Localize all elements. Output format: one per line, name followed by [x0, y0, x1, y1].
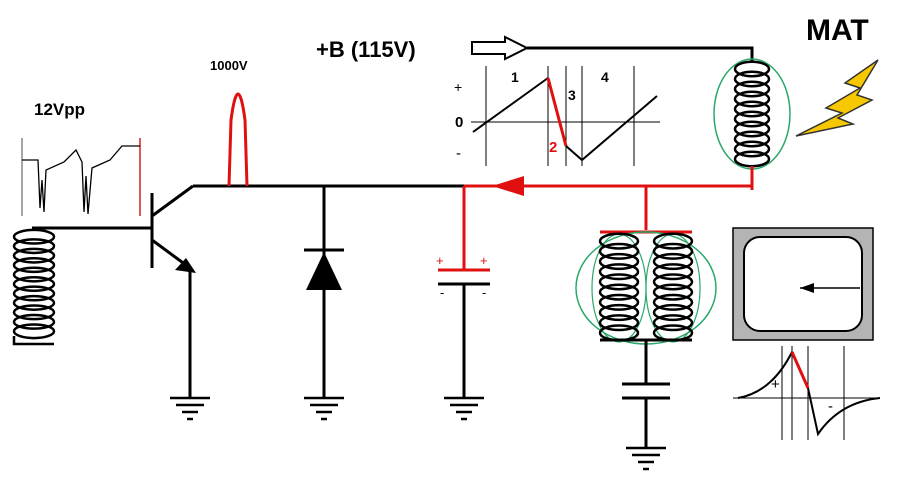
ground-icon	[170, 396, 210, 421]
yoke-coil-right-turn	[652, 303, 694, 322]
sawtooth-trace-retrace	[546, 77, 568, 147]
yoke-coil-left-turn	[598, 293, 640, 311]
beam-arrow-icon	[800, 283, 814, 293]
sawtooth-plus-label: +	[454, 79, 462, 95]
ground-icon	[626, 446, 666, 471]
yoke-coil-left-turn	[598, 324, 640, 342]
yoke-coil-left	[598, 232, 640, 342]
base-coil-turn	[12, 275, 56, 293]
flyback-coil-turn	[733, 70, 771, 88]
flyback-coil	[733, 60, 771, 168]
current-arrow-icon	[492, 176, 524, 196]
yoke-bottom-wire	[600, 338, 692, 384]
ground-icon	[444, 396, 484, 421]
flyback-coil-turn	[733, 80, 771, 98]
peak-voltage-label: 1000V	[210, 58, 248, 73]
sawtooth-minus-label: -	[456, 145, 461, 162]
yoke-coil-right	[652, 232, 694, 342]
bplus-label: +B (115V)	[316, 37, 416, 62]
lightning-bolt-icon	[795, 59, 879, 137]
yoke-coil-left-turn	[598, 242, 640, 260]
yoke-coil-right-turn	[652, 324, 694, 342]
yoke-coil-right-turn	[652, 252, 694, 271]
yoke-coil-left-turn	[598, 252, 640, 271]
yoke-coil-right-turn	[652, 283, 694, 301]
flyback-coil-turn	[733, 90, 771, 108]
sawtooth-trace-rise-2	[565, 95, 658, 162]
base-coil-turn	[12, 266, 56, 283]
yoke-coil-right-turn	[652, 273, 694, 291]
bplus-arrow-icon	[471, 35, 530, 61]
cap-minus-right: -	[482, 285, 486, 300]
yoke-coil-right-turn	[652, 232, 694, 250]
cap-plus-right: +	[480, 253, 488, 268]
phase-label-3: 3	[568, 87, 576, 103]
cap-plus-left: +	[436, 253, 444, 268]
yoke-coil-right-turn	[652, 242, 694, 260]
damper-diode	[304, 186, 344, 398]
bplus-wire	[527, 46, 754, 62]
sawtooth-graph: + 0 - 1 2 3 4	[454, 66, 660, 166]
cap-minus-left: -	[440, 285, 444, 300]
yoke-coil-left-turn	[598, 314, 640, 332]
pulse-trace-rise	[737, 351, 793, 399]
flyback-coil-turn	[733, 120, 771, 138]
pulse-graph: + -	[733, 346, 881, 440]
flyback-winding	[713, 58, 791, 170]
base-coil-turn	[12, 247, 56, 264]
flyback-coil-turn	[733, 100, 771, 118]
base-coil-turn	[12, 228, 56, 245]
flyback-coil-turn	[733, 130, 771, 148]
phase-label-4: 4	[601, 69, 609, 85]
drive-signal-label: 12Vpp	[34, 100, 85, 119]
base-coil-turn	[12, 257, 56, 274]
crt-screen-icon	[732, 227, 874, 341]
pulse-minus-label: -	[828, 398, 833, 415]
pulse-trace-tail	[807, 387, 881, 437]
yoke-coil-left-turn	[598, 283, 640, 301]
retrace-capacitor: + + - -	[436, 186, 490, 398]
base-coil-turn	[12, 304, 56, 321]
pulse-plus-label: +	[771, 376, 780, 393]
yoke-coil-right-turn	[652, 293, 694, 311]
flyback-coil-turn	[733, 140, 771, 158]
waveform-trace	[22, 145, 140, 215]
base-coil-turn	[12, 323, 56, 340]
transistor-collector	[151, 184, 194, 218]
yoke-coil-left-turn	[598, 263, 640, 281]
bplus-supply: +B (115V)	[316, 35, 754, 62]
screen-face	[743, 236, 863, 332]
base-drive-coil	[12, 228, 56, 346]
flyback-coil-turn	[733, 60, 771, 78]
yoke-coil-left-turn	[598, 273, 640, 291]
ground-symbols	[170, 396, 666, 471]
phase-label-1: 1	[511, 69, 519, 85]
base-coil-turn	[12, 238, 56, 255]
yoke-coil-right-turn	[652, 263, 694, 281]
mat-label: MAT	[806, 14, 869, 47]
deflection-yoke	[575, 186, 717, 448]
sawtooth-zero-label: 0	[455, 114, 463, 131]
base-coil-turn	[12, 285, 56, 302]
phase-label-2: 2	[549, 139, 557, 156]
pulse-1000v	[227, 92, 249, 187]
flyback-coil-turn	[733, 110, 771, 128]
pulse-trace-fall	[790, 351, 810, 389]
transistor	[32, 184, 196, 398]
drive-waveform	[21, 138, 141, 216]
diode-icon	[306, 252, 342, 290]
yoke-coil-right-turn	[652, 314, 694, 332]
ground-icon	[304, 396, 344, 421]
base-coil-lead	[12, 336, 54, 346]
flyback-coil-turn	[733, 150, 771, 168]
base-coil-turn	[12, 313, 56, 330]
yoke-coil-left-turn	[598, 232, 640, 250]
base-coil-turn	[12, 294, 56, 311]
sawtooth-trace-rise	[472, 77, 549, 133]
yoke-coil-left-turn	[598, 303, 640, 322]
